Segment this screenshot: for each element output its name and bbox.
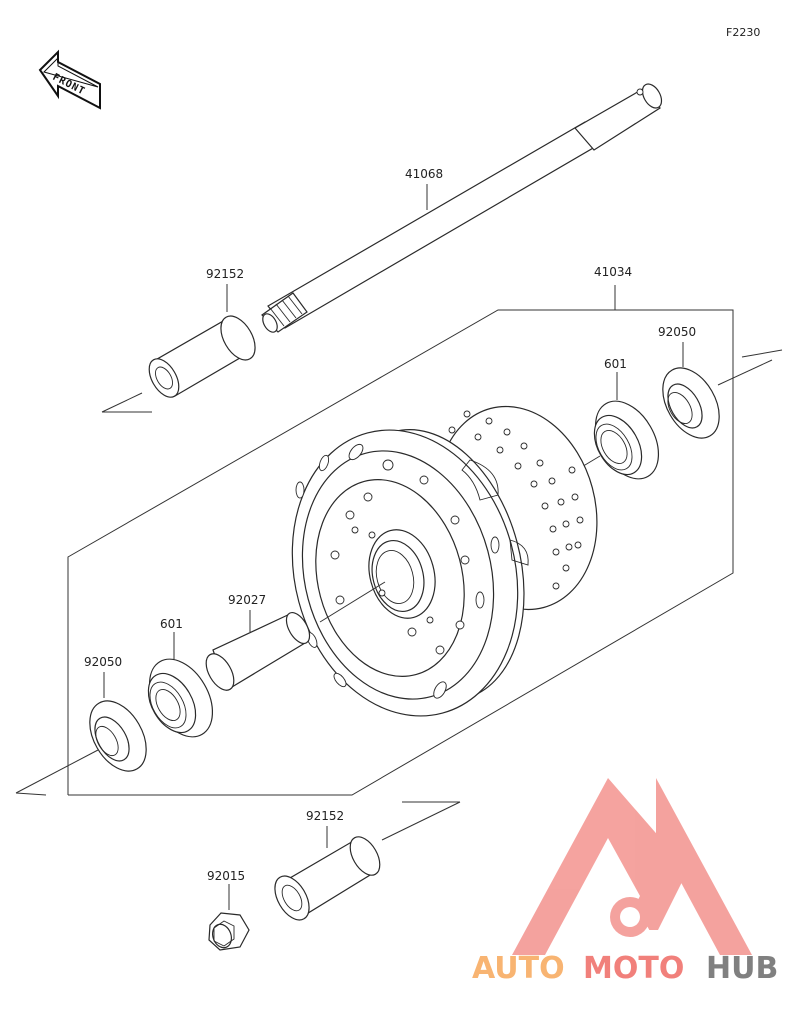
hub-rim-slots [295,443,500,699]
axle [261,83,663,333]
watermark-moto: MOTO [583,951,684,986]
figure-code: F2230 [726,26,760,39]
collar-bottom [274,801,461,921]
bearing-right-part-number: 601 [604,357,627,371]
collar-top-part-number: 92152 [206,267,244,281]
bearing-right [579,372,660,480]
spacer [205,610,311,691]
seal-right [662,342,783,439]
axle-part-number: 41068 [405,167,443,181]
wheel-hub [291,429,529,717]
collar-bottom-part-number: 92152 [306,809,344,823]
watermark-hub: HUB [706,951,778,986]
collar-top [101,284,256,413]
hub-rim-holes [330,459,470,655]
seal-right-part-number: 92050 [658,325,696,339]
hub-assembly-part-number: 41034 [594,265,632,279]
bearing-left-part-number: 601 [160,617,183,631]
spacer-part-number: 92027 [228,593,266,607]
seal-left [15,672,147,796]
watermark-logo [512,778,752,955]
nut [208,884,250,951]
disc-holes [448,410,584,590]
watermark-auto: AUTO [472,951,565,986]
hub-assembly-outline [67,285,734,796]
bearing-left [147,632,214,738]
seal-left-part-number: 92050 [84,655,122,669]
nut-part-number: 92015 [207,869,245,883]
front-arrow-icon: FRONT [38,49,101,110]
